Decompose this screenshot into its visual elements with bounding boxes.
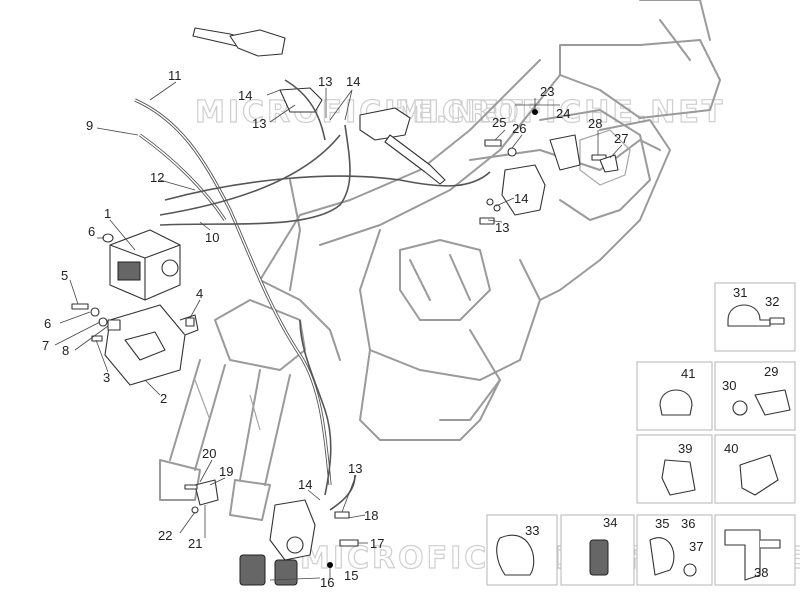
callout-30: 30 xyxy=(722,378,736,393)
callout-14-bottom: 14 xyxy=(298,477,312,492)
callout-6-top: 6 xyxy=(88,224,95,239)
callout-6-bottom: 6 xyxy=(44,316,51,331)
callout-14-right: 14 xyxy=(514,191,528,206)
callout-24: 24 xyxy=(556,106,570,121)
reference-dots xyxy=(327,109,538,568)
callout-4: 4 xyxy=(196,286,203,301)
callout-14-top-left: 14 xyxy=(238,88,252,103)
callout-26: 26 xyxy=(512,121,526,136)
callout-41: 41 xyxy=(681,366,695,381)
callout-20: 20 xyxy=(202,446,216,461)
callout-7: 7 xyxy=(42,338,49,353)
callout-23: 23 xyxy=(540,84,554,99)
callout-8: 8 xyxy=(62,343,69,358)
callout-16: 16 xyxy=(320,575,334,590)
watermark-text-top-right: MICROFICHE.NET xyxy=(395,95,725,130)
callout-13-bottom: 13 xyxy=(348,461,362,476)
callout-34: 34 xyxy=(603,515,617,530)
callout-18: 18 xyxy=(364,508,378,523)
scooter-frame xyxy=(159,0,721,521)
abs-fasteners xyxy=(71,233,195,342)
leader-lines xyxy=(54,81,623,581)
callout-22: 22 xyxy=(158,528,172,543)
callout-17: 17 xyxy=(370,536,384,551)
callout-12: 12 xyxy=(150,170,164,185)
callout-40: 40 xyxy=(724,441,738,456)
callout-15: 15 xyxy=(344,568,358,583)
callout-2: 2 xyxy=(160,391,167,406)
callout-labels: 11 9 12 1 6 10 5 4 6 7 8 3 2 14 13 13 14… xyxy=(42,68,779,590)
callout-36: 36 xyxy=(681,516,695,531)
callout-13-right: 13 xyxy=(495,220,509,235)
brake-lines xyxy=(134,79,491,511)
sensor-assembly xyxy=(479,134,619,225)
callout-37: 37 xyxy=(689,539,703,554)
watermark-text-top: MICROFICHE.NET xyxy=(195,95,525,130)
callout-21: 21 xyxy=(188,536,202,551)
callout-32: 32 xyxy=(765,294,779,309)
callout-33: 33 xyxy=(525,523,539,538)
callout-14-top: 14 xyxy=(346,74,360,89)
callout-38: 38 xyxy=(754,565,768,580)
callout-5: 5 xyxy=(61,268,68,283)
box-clamp-35-37 xyxy=(636,514,713,586)
callout-27: 27 xyxy=(614,131,628,146)
callout-31: 31 xyxy=(733,285,747,300)
callout-29: 29 xyxy=(764,364,778,379)
callout-10: 10 xyxy=(205,230,219,245)
callout-25: 25 xyxy=(492,115,506,130)
callout-28: 28 xyxy=(588,116,602,131)
callout-1: 1 xyxy=(104,206,111,221)
accessory-boxes xyxy=(486,282,796,586)
callout-19: 19 xyxy=(219,464,233,479)
callout-13-top-left: 13 xyxy=(252,116,266,131)
abs-modulator xyxy=(109,229,181,301)
callout-3: 3 xyxy=(103,370,110,385)
callout-35: 35 xyxy=(655,516,669,531)
callout-39: 39 xyxy=(678,441,692,456)
callout-13-top: 13 xyxy=(318,74,332,89)
callout-9: 9 xyxy=(86,118,93,133)
front-caliper-assembly xyxy=(184,479,359,586)
callout-11: 11 xyxy=(168,68,182,83)
abs-bracket xyxy=(104,304,199,386)
